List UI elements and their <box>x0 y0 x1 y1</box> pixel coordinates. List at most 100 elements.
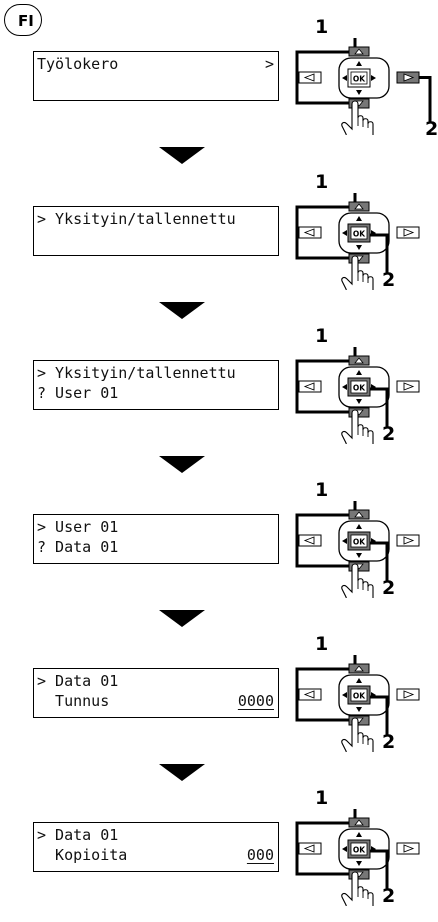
next-step-arrow-icon <box>159 147 205 164</box>
callout-2-leader <box>370 849 389 889</box>
lcd-line-2: Kopioita <box>37 846 128 864</box>
lcd-display: Työlokero > <box>33 51 279 101</box>
lcd-display: > Yksityin/tallennettu <box>33 206 279 256</box>
ok-key-label: OK <box>353 75 366 84</box>
callout-1-bracket <box>295 205 355 260</box>
lcd-line-1-right: > <box>264 55 274 73</box>
hand-finger-lines <box>357 889 369 899</box>
right-key-icon <box>403 73 415 82</box>
right-key-icon <box>403 228 415 237</box>
nav-up-arrow-icon <box>356 370 362 375</box>
ok-key-face <box>350 380 368 394</box>
callout-1-bracket <box>295 667 355 722</box>
hand-finger-lines <box>357 273 369 283</box>
left-key <box>298 226 322 239</box>
nav-left-arrow-icon <box>342 538 347 544</box>
callout-1-label: 1 <box>315 171 329 193</box>
right-key-icon <box>403 690 415 699</box>
nav-up-arrow-icon <box>356 832 362 837</box>
up-key-icon <box>354 203 364 210</box>
ok-key-label: OK <box>353 692 366 701</box>
hand-finger-lines <box>357 118 369 128</box>
left-key <box>298 688 322 701</box>
pressing-hand-icon <box>341 871 374 916</box>
nav-down-arrow-icon <box>356 399 362 404</box>
lcd-line-1: > Yksityin/tallennettu <box>37 210 236 228</box>
right-key-icon <box>403 382 415 391</box>
right-key <box>396 688 420 701</box>
lcd-line-2: Tunnus <box>37 692 110 710</box>
keypad-outline <box>338 57 390 99</box>
operation-panel-graphic: OK <box>295 809 420 916</box>
ok-key-label: OK <box>353 846 366 855</box>
hand-finger-lines <box>357 427 369 437</box>
nav-up-arrow-icon <box>356 216 362 221</box>
ok-key-label: OK <box>353 230 366 239</box>
next-step-arrow-icon <box>159 610 205 627</box>
lcd-line-2-value: 000 <box>246 846 274 864</box>
left-key <box>298 380 322 393</box>
callout-1-bracket <box>295 359 355 414</box>
ok-key-face <box>350 226 368 240</box>
callout-2-leader <box>370 541 389 581</box>
lcd-display: > Yksityin/tallennettu ? User 01 <box>33 360 279 410</box>
callout-1-bracket <box>295 513 355 568</box>
nav-up-arrow-icon <box>356 61 362 66</box>
right-key <box>396 226 420 239</box>
ok-key-face <box>350 534 368 548</box>
keypad-outline <box>338 520 390 562</box>
callout-2-leader <box>370 233 389 273</box>
lcd-display: > User 01 ? Data 01 <box>33 514 279 564</box>
lcd-line-1: > Yksityin/tallennettu <box>37 364 236 382</box>
callout-1-label: 1 <box>315 16 329 38</box>
pressing-hand-icon <box>341 255 374 300</box>
nav-left-arrow-icon <box>342 384 347 390</box>
keypad-outline <box>338 366 390 408</box>
nav-up-arrow-icon <box>356 678 362 683</box>
callout-1-label: 1 <box>315 787 329 809</box>
nav-down-arrow-icon <box>356 553 362 558</box>
ok-key-label: OK <box>353 538 366 547</box>
operation-panel-graphic: OK <box>295 501 420 608</box>
left-key <box>298 71 322 84</box>
callout-1-label: 1 <box>315 325 329 347</box>
right-key <box>396 380 420 393</box>
ok-key-face <box>350 71 368 85</box>
next-step-arrow-icon <box>159 764 205 781</box>
callout-2-label: 2 <box>425 118 438 140</box>
left-key-icon <box>303 690 315 699</box>
nav-down-arrow-icon <box>356 861 362 866</box>
hand-finger-lines <box>357 735 369 745</box>
pressing-hand-icon <box>341 409 374 454</box>
lcd-line-1: Työlokero <box>37 55 119 73</box>
operation-panel-graphic: OK <box>295 347 420 454</box>
left-key-icon <box>303 228 315 237</box>
nav-down-arrow-icon <box>356 245 362 250</box>
lcd-line-2: ? User 01 <box>37 384 119 402</box>
left-key-icon <box>303 73 315 82</box>
language-badge: FI <box>4 4 42 36</box>
lcd-line-1: > User 01 <box>37 518 119 536</box>
lcd-line-2: ? Data 01 <box>37 538 119 556</box>
right-key <box>396 534 420 547</box>
callout-2-label: 2 <box>382 731 396 753</box>
callout-1-bracket <box>295 50 355 105</box>
nav-left-arrow-icon <box>342 692 347 698</box>
up-key-icon <box>354 357 364 364</box>
lcd-line-2-value: 0000 <box>237 692 274 710</box>
nav-down-arrow-icon <box>356 707 362 712</box>
keypad-outline <box>338 212 390 254</box>
ok-key-label: OK <box>353 384 366 393</box>
pressing-hand-icon <box>341 100 374 145</box>
lcd-line-1: > Data 01 <box>37 826 119 844</box>
right-key-icon <box>403 844 415 853</box>
up-key-icon <box>354 48 364 55</box>
